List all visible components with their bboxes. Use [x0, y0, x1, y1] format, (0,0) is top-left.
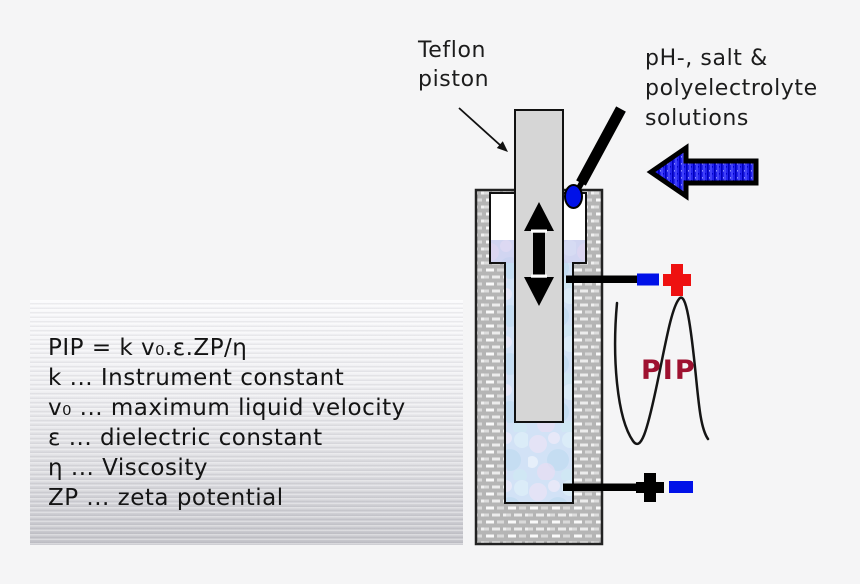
minus-icon	[669, 481, 693, 493]
pip-label: PIP	[641, 355, 697, 386]
legend-line-k: k ... Instrument constant	[48, 365, 345, 391]
teflon-piston-label: Teflon piston	[418, 38, 490, 92]
legend-line-eta: η ... Viscosity	[48, 455, 208, 481]
bore-outline	[489, 192, 587, 504]
top-electrode	[566, 264, 691, 296]
legend-line-zp: ZP ... zeta potential	[48, 485, 284, 511]
minus-icon	[637, 273, 659, 286]
plus-icon	[636, 473, 664, 502]
bottom-electrode-wire	[563, 483, 637, 491]
droplet-icon	[564, 184, 583, 209]
formula-line-pip: PIP = k v₀.ε.ZP/η	[48, 335, 248, 361]
injection-needle-icon	[573, 106, 626, 195]
formula-panel: PIP = k v₀.ε.ZP/η k ... Instrument const…	[30, 300, 463, 545]
legend-line-epsilon: ε ... dielectric constant	[48, 425, 323, 451]
plus-icon	[663, 264, 691, 296]
inflow-arrow-icon	[646, 143, 759, 201]
solutions-label: pH-, salt & polyelectrolyte solutions	[645, 46, 818, 131]
legend-line-v0: v₀ ... maximum liquid velocity	[48, 395, 406, 421]
pip-signal-wave	[613, 296, 710, 445]
bottom-electrode	[563, 473, 693, 502]
teflon-label-pointer	[458, 107, 508, 152]
piston-motion-arrow	[524, 202, 554, 306]
top-electrode-wire	[566, 275, 638, 283]
